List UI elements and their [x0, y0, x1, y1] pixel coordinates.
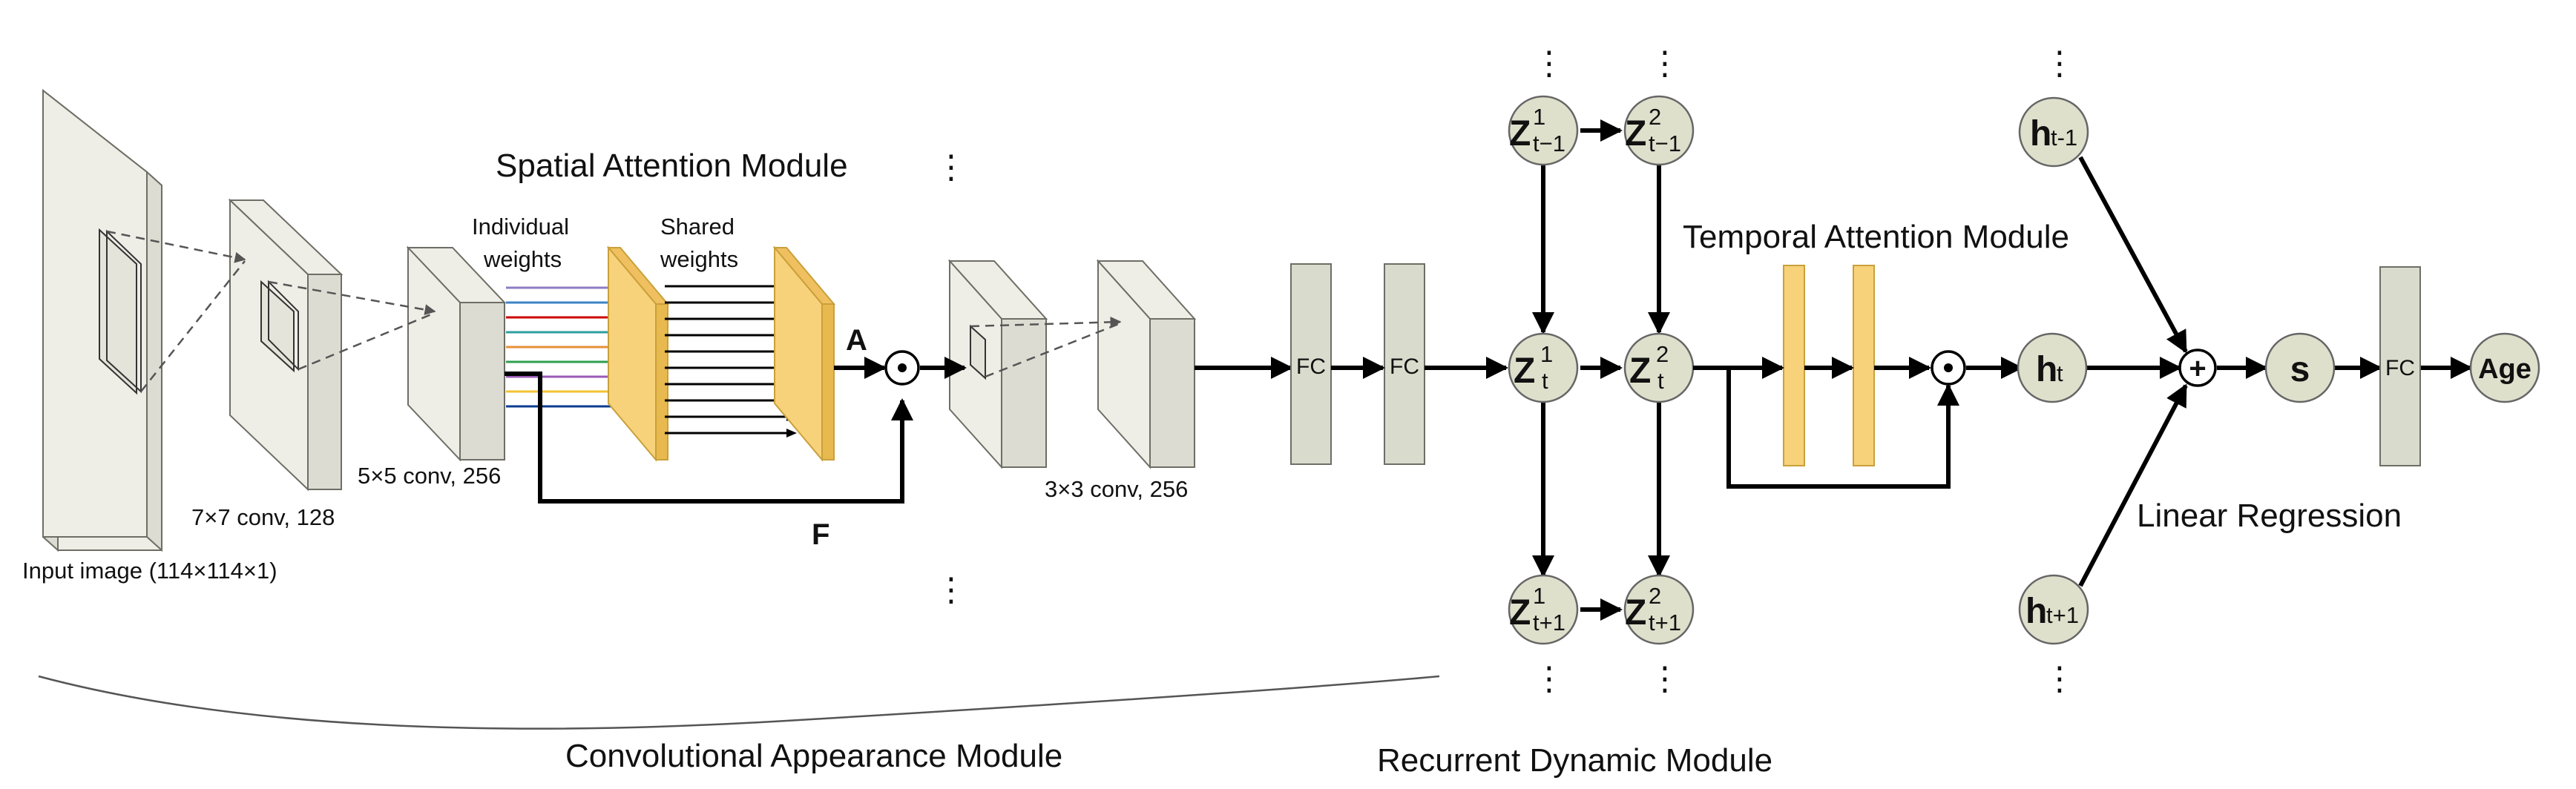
z-node-symbol: Z	[1509, 593, 1531, 633]
sum-symbol: +	[2189, 352, 2206, 385]
z-node-sub: t−1	[1649, 131, 1681, 156]
z-node-symbol: Z	[1629, 351, 1651, 391]
z-node-sub: t	[1542, 368, 1548, 394]
input-image-block	[42, 88, 162, 552]
sum-node: +	[2178, 349, 2217, 387]
attention-map-a-label: A	[846, 324, 867, 357]
individual-weights-label-1: Individual	[472, 214, 569, 240]
recurrent-ellipsis-top-1: ⋮	[1533, 45, 1565, 82]
conv3-label: 3×3 conv, 256	[1045, 476, 1188, 502]
regression-arrows	[2078, 156, 2473, 587]
elementwise-product-1	[884, 350, 920, 386]
fc-layer-regression: FC	[2379, 266, 2421, 466]
temporal-arrows	[1693, 357, 2023, 489]
z-node-sup: 1	[1533, 104, 1545, 130]
z-node-t-plus-1-layer-2: Z 2 t+1	[1623, 574, 1695, 645]
s-node: s	[2264, 332, 2336, 403]
recurrent-ellipsis-bottom-2: ⋮	[1649, 661, 1681, 697]
fc-layer-1-label: FC	[1296, 354, 1326, 379]
individual-weights-label-2: weights	[483, 246, 562, 272]
z-node-t-layer-2: Z 2 t	[1623, 332, 1695, 403]
z-node-symbol: Z	[1514, 351, 1535, 391]
z-node-symbol: Z	[1509, 114, 1531, 153]
z-node-t-minus-1-layer-1: Z 1 t−1	[1508, 95, 1579, 166]
z-node-symbol: Z	[1625, 114, 1646, 153]
regression-ellipsis-top: ⋮	[2043, 45, 2076, 82]
h-node-current: h t	[2017, 332, 2088, 403]
z-node-t-plus-1-layer-1: Z 1 t+1	[1508, 574, 1579, 645]
receptive-field-lines	[106, 230, 1122, 392]
linear-regression-label: Linear Regression	[2137, 498, 2402, 534]
h-node-sub: t+1	[2046, 602, 2079, 628]
z-node-sup: 2	[1649, 583, 1661, 609]
z-node-sub: t+1	[1533, 610, 1565, 636]
shared-weights-label-1: Shared	[660, 214, 735, 240]
recurrent-arrows	[1532, 119, 1670, 621]
h-node-symbol: h	[2036, 350, 2057, 389]
fc-layer-regression-label: FC	[2385, 356, 2415, 380]
fc-layer-1: FC	[1290, 263, 1332, 465]
spatial-ellipsis-bottom: ⋮	[935, 572, 967, 608]
h-node-symbol: h	[2030, 114, 2051, 153]
age-node-label: Age	[2478, 354, 2531, 385]
feature-f-label: F	[812, 518, 829, 551]
convolutional-module-brace	[38, 675, 1440, 730]
z-node-sup: 2	[1649, 104, 1661, 130]
shared-weight-arrowhead	[786, 429, 797, 438]
spatial-attention-title: Spatial Attention Module	[496, 148, 848, 184]
conv2-label: 5×5 conv, 256	[358, 463, 501, 489]
z-node-symbol: Z	[1625, 593, 1646, 633]
elementwise-product-2	[1931, 350, 1966, 386]
z-node-t-layer-1: Z 1 t	[1508, 332, 1579, 403]
temporal-attention-title: Temporal Attention Module	[1683, 219, 2069, 255]
conv1-label: 7×7 conv, 128	[191, 504, 335, 530]
z-node-sub: t+1	[1649, 610, 1681, 636]
fc-layer-2: FC	[1384, 263, 1425, 465]
input-receptive-field	[99, 228, 142, 395]
attention-plane-2	[772, 245, 836, 462]
attention-plane-1	[606, 245, 670, 462]
h-node-symbol: h	[2025, 592, 2047, 631]
regression-ellipsis-bottom: ⋮	[2043, 661, 2076, 697]
conv3-block-b	[1096, 259, 1197, 469]
z-node-sub: t−1	[1533, 131, 1565, 156]
shared-weights-label-2: weights	[660, 246, 738, 272]
z-node-t-minus-1-layer-2: Z 2 t−1	[1623, 95, 1695, 166]
feature-skip-path	[505, 372, 913, 504]
recurrent-ellipsis-top-2: ⋮	[1649, 45, 1681, 82]
recurrent-module-label: Recurrent Dynamic Module	[1377, 742, 1772, 779]
z-node-sup: 1	[1533, 583, 1545, 609]
temporal-attention-bar-1	[1783, 265, 1805, 466]
h-node-prev: h t-1	[2018, 96, 2089, 168]
shared-weight-arrows	[665, 282, 797, 438]
h-node-next: h t+1	[2018, 574, 2089, 645]
fc-layer-2-label: FC	[1390, 354, 1419, 379]
temporal-attention-bar-2	[1853, 265, 1875, 466]
spatial-ellipsis-top: ⋮	[935, 149, 967, 185]
age-node: Age	[2469, 332, 2540, 403]
z-node-sup: 2	[1656, 341, 1669, 367]
s-node-label: s	[2290, 350, 2310, 389]
h-node-sub: t-1	[2051, 125, 2077, 151]
input-image-label: Input image (114×114×1)	[22, 558, 277, 584]
convolutional-module-label: Convolutional Appearance Module	[565, 738, 1062, 774]
recurrent-ellipsis-bottom-1: ⋮	[1533, 661, 1565, 697]
conv2-block	[406, 245, 507, 462]
conv3-block-a	[947, 259, 1048, 469]
conv1-block	[228, 198, 344, 492]
z-node-sup: 1	[1540, 341, 1553, 367]
h-node-sub: t	[2057, 360, 2063, 386]
z-node-sub: t	[1657, 368, 1664, 394]
